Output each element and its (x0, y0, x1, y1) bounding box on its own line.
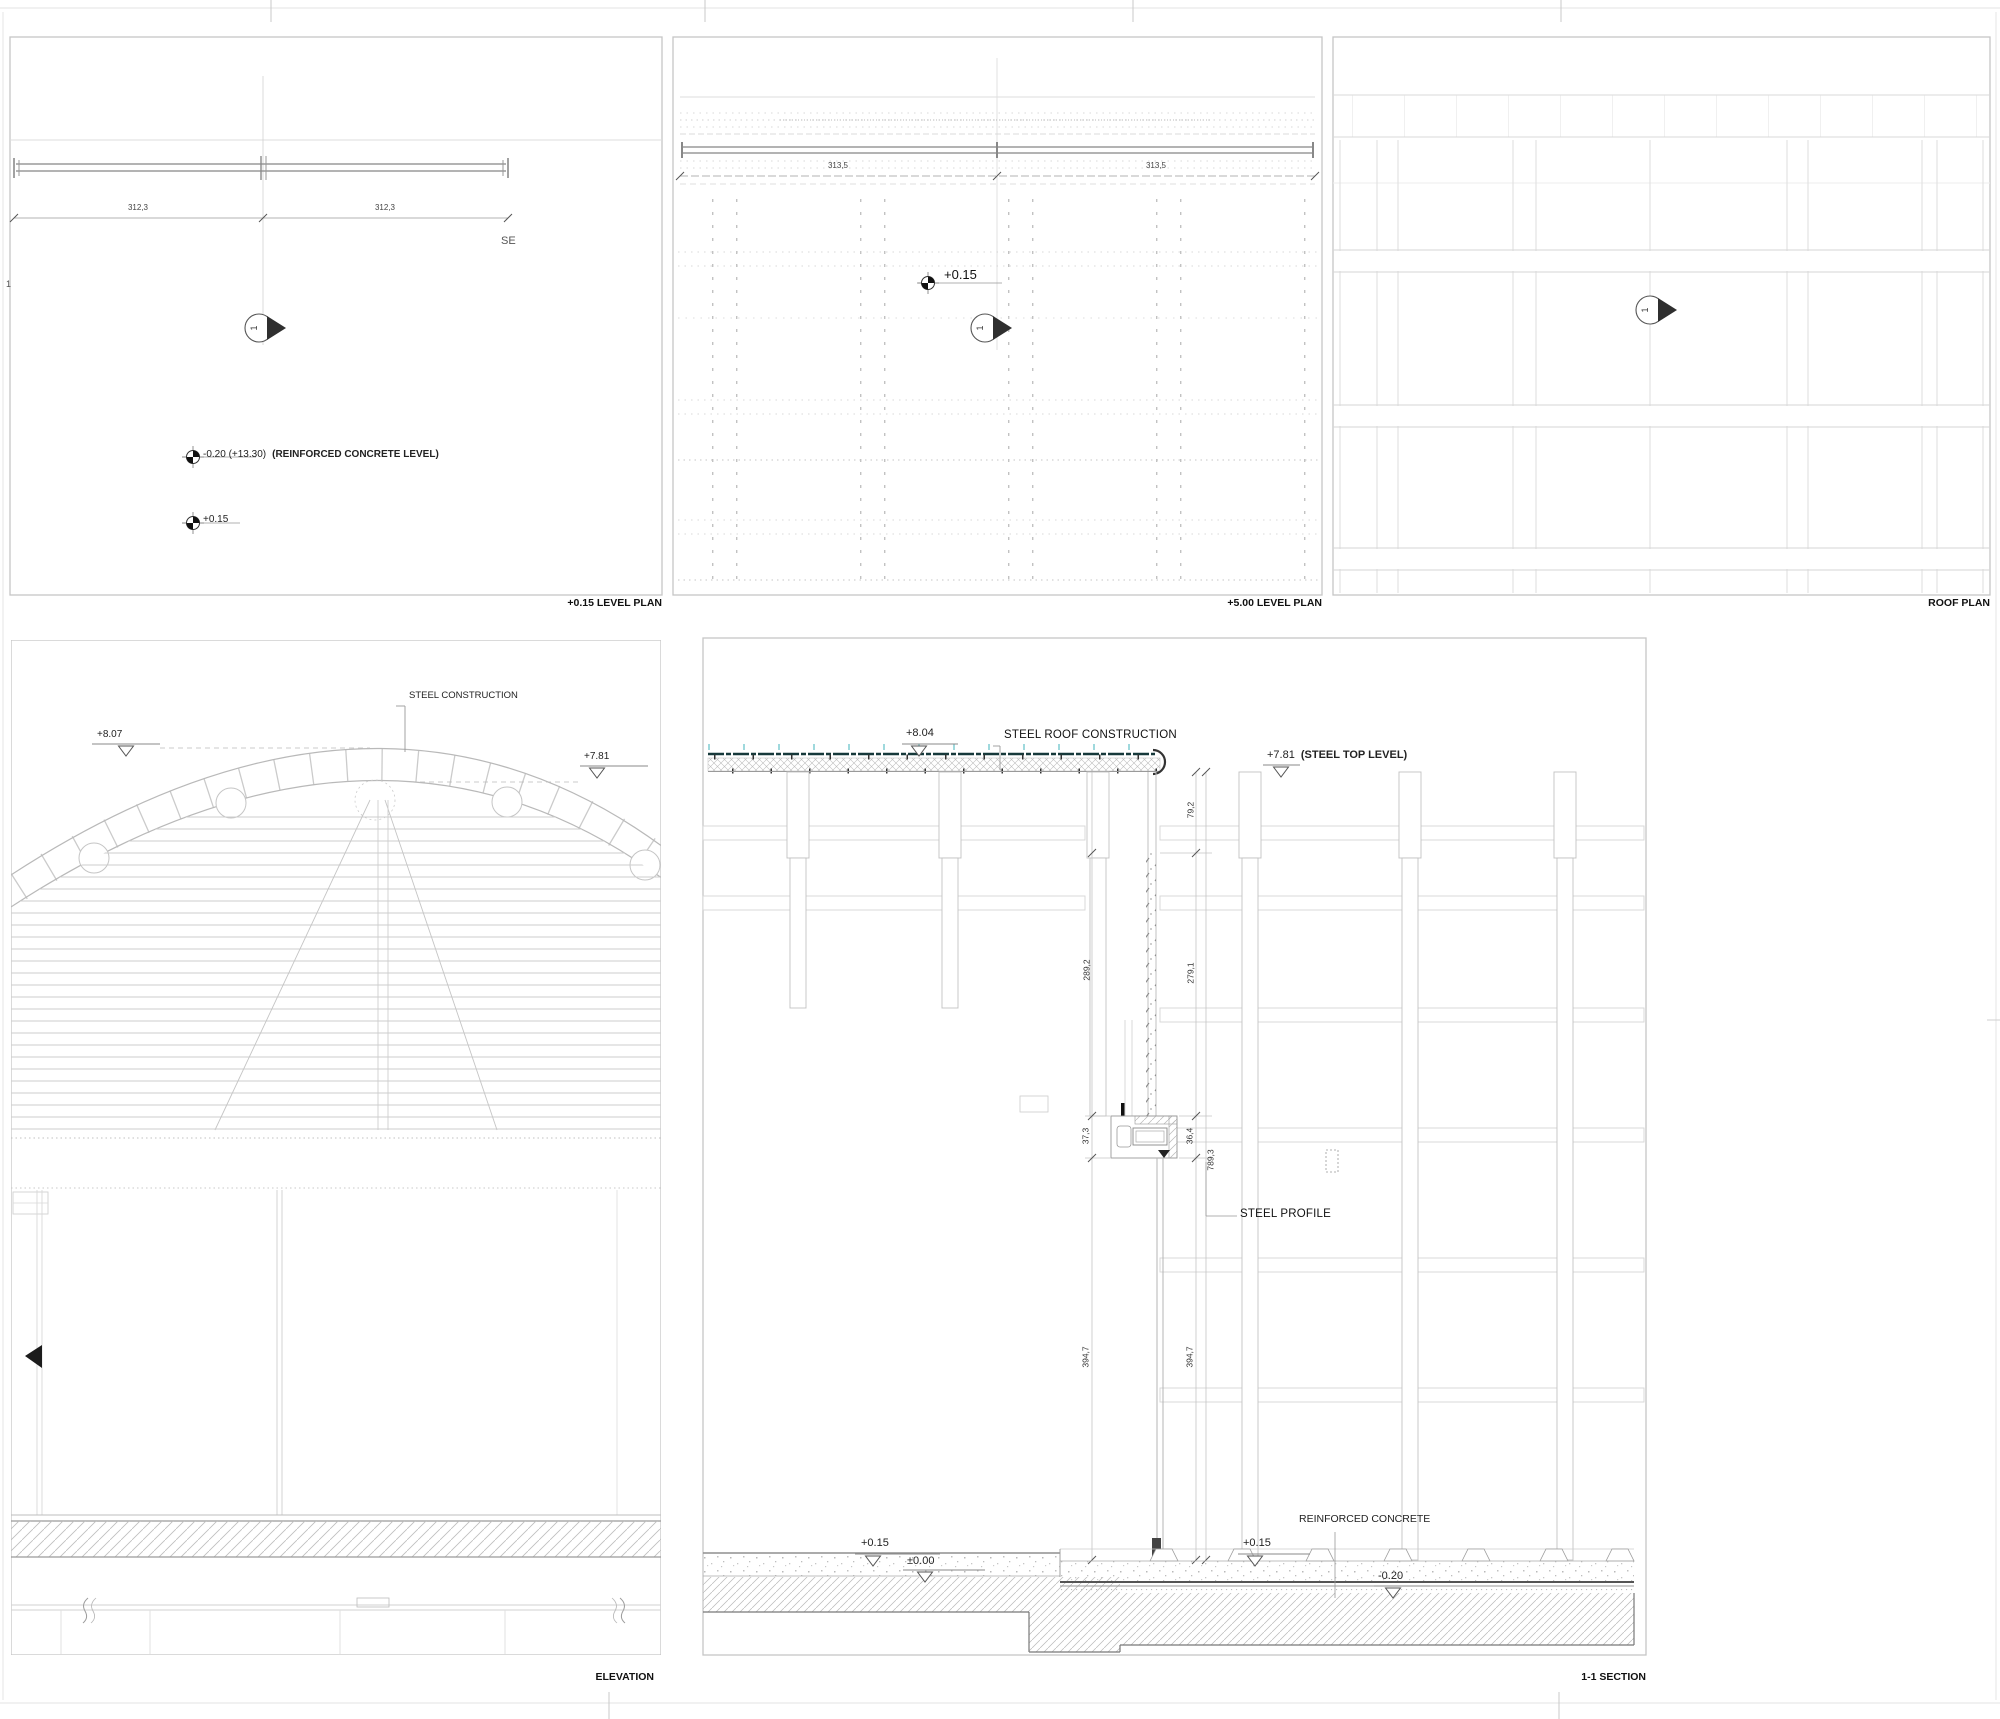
level-triangle-icon (589, 767, 605, 779)
steel-profile-detail (1110, 1115, 1178, 1159)
edge-label-se: SE (501, 235, 516, 247)
dim-37-3: 37,3 (1080, 1127, 1091, 1145)
benchmark-icon (181, 511, 205, 535)
caption-plan-015: +0.15 LEVEL PLAN (567, 597, 662, 609)
dim-313-right: 313,5 (1145, 161, 1167, 170)
level-annotation: +0.15 (1243, 1537, 1271, 1549)
level-triangle-icon (118, 745, 134, 757)
level-annotation: -0.20 (+13.30) (REINFORCED CONCRETE LEVE… (203, 449, 439, 460)
level-annotation: +8.07 (97, 729, 123, 740)
caption-roof-plan: ROOF PLAN (1928, 597, 1990, 609)
dim-789-3: 789,3 (1205, 1149, 1216, 1171)
label-steel-roof: STEEL ROOF CONSTRUCTION (1004, 729, 1177, 741)
dim-36-4: 36,4 (1184, 1127, 1195, 1145)
label-steel-profile: STEEL PROFILE (1240, 1208, 1332, 1220)
level-note: (REINFORCED CONCRETE LEVEL) (272, 449, 439, 460)
panel-roof-plan (1332, 36, 1991, 596)
section-marker-label: 1 (975, 325, 986, 331)
caption-plan-500: +5.00 LEVEL PLAN (1227, 597, 1322, 609)
level-annotation: +7.81 (584, 751, 610, 762)
section-marker-label: 1 (1640, 307, 1651, 313)
section-marker-icon (970, 313, 1012, 343)
caption-section: 1-1 SECTION (1581, 1671, 1646, 1683)
dim-313-left: 313,5 (827, 161, 849, 170)
dim-312-right: 312,3 (374, 203, 396, 212)
dim-394-7-left: 394,7 (1080, 1346, 1091, 1368)
level-triangle-icon (1273, 766, 1289, 778)
level-value: -0.20 (+13.30) (203, 449, 267, 460)
level-value: +7.81 (1267, 749, 1295, 761)
level-annotation: +0.15 (861, 1537, 889, 1549)
section-marker-icon (244, 313, 286, 343)
level-annotation: +7.81 (STEEL TOP LEVEL) (1267, 749, 1407, 761)
panel-elevation (11, 640, 661, 1655)
benchmark-icon (181, 445, 205, 469)
level-annotation: -0.20 (1378, 1570, 1404, 1582)
dim-394-7-right: 394,7 (1184, 1346, 1195, 1368)
dim-312-left: 312,3 (127, 203, 149, 212)
level-note: (STEEL TOP LEVEL) (1300, 749, 1408, 761)
section-marker-icon (1635, 295, 1677, 325)
label-reinforced-concrete: REINFORCED CONCRETE (1299, 1513, 1431, 1525)
level-annotation: +8.04 (906, 727, 934, 739)
level-annotation: +0.15 (944, 267, 977, 282)
grid-label-1: 1 (6, 279, 12, 289)
dim-279-1: 279,1 (1185, 962, 1196, 984)
panel-plan-500 (672, 36, 1323, 596)
panel-plan-015 (9, 36, 663, 596)
section-marker-label: 1 (249, 325, 260, 331)
dim-289-2: 289,2 (1081, 959, 1092, 981)
label-steel-construction: STEEL CONSTRUCTION (409, 690, 518, 701)
dim-79-2: 79,2 (1185, 801, 1196, 819)
panel-section (702, 637, 1647, 1656)
caption-elevation: ELEVATION (595, 1671, 654, 1683)
level-annotation: +0.15 (203, 514, 229, 525)
section-arrow-icon (25, 1345, 42, 1368)
level-annotation: ±0.00 (907, 1555, 935, 1567)
